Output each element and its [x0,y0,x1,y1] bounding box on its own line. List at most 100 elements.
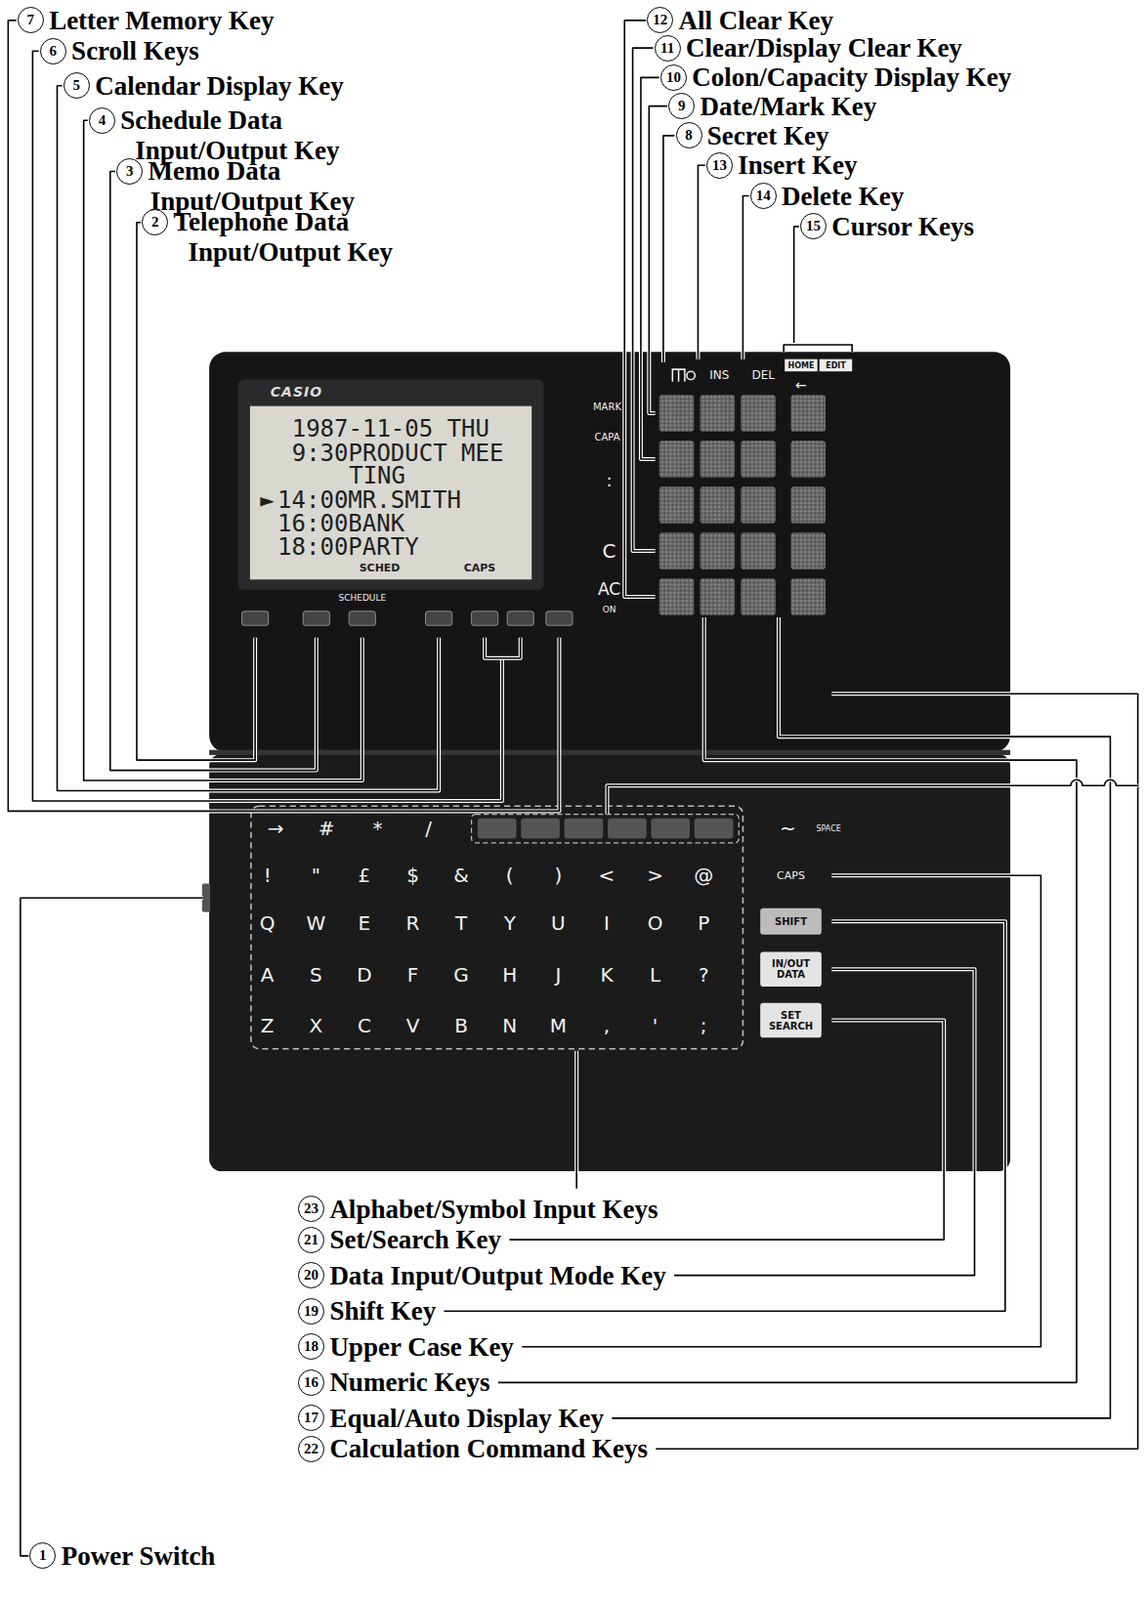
display-button [425,611,453,627]
callout-number: 18 [297,1333,325,1360]
callout-label: All Clear Key [679,5,834,36]
numeric-key [700,578,736,616]
display-text: ► [259,486,274,514]
key-label: IN/OUT DATA [765,958,817,980]
leader-halo [633,47,656,552]
display-button [546,611,573,627]
key-label: R [406,911,421,935]
key-label: DEL [752,368,776,382]
data-button [760,952,822,988]
display-text: TING [348,462,406,490]
display-text: 18:00PARTY [277,533,420,561]
leader-line [136,222,255,761]
callout-label: Telephone Data Input/Output Key [173,207,394,268]
leader-halo [606,779,1138,814]
key-label: C [602,539,617,563]
callout-number: 11 [654,35,681,62]
display-button [302,611,330,627]
leader-line [575,1051,578,1189]
key-label: Q [259,911,276,935]
key-label: > [646,863,664,888]
key-label: HOME [787,360,814,370]
function-key [650,818,690,840]
key-label: ; [700,1014,708,1038]
callout-number: 12 [646,6,674,34]
key-label: T [455,911,467,935]
leader-line [611,617,1110,1419]
function-key [694,818,734,840]
leader-halo [20,897,204,1557]
key-label: ? [698,963,710,987]
callout-label: Date/Mark Key [700,91,878,122]
numeric-key [700,394,736,432]
key-label: ) [553,863,562,888]
key-label: EDIT [825,360,847,370]
key-label: * [372,816,382,841]
callout-label: Delete Key [781,180,904,211]
callout-label: Numeric Keys [329,1367,490,1398]
numeric-key [700,486,736,524]
hinge-seam [209,750,1011,756]
leader-halo [574,1051,579,1189]
leader-halo [443,921,1005,1312]
callout-label: Equal/Auto Display Key [329,1403,604,1434]
letter-key-area [251,806,743,1050]
search-button [760,1003,822,1039]
numeric-key [659,578,695,616]
callout-number: 8 [676,122,703,149]
secret-key-symbol [672,369,685,382]
key-label: W [305,911,326,935]
calc-key [791,486,827,524]
leader-line [742,196,749,360]
display-button [242,611,269,627]
key-label: U [551,911,566,935]
function-key [520,818,560,840]
numeric-key [700,532,736,570]
leader-line [697,165,705,359]
callout-number: 16 [297,1369,325,1397]
key-label: E [358,911,372,935]
callout-number: 1 [29,1542,56,1570]
key-label: M [550,1014,567,1038]
callout-number: 15 [800,212,827,240]
function-key [564,818,604,840]
key-label: & [453,863,469,888]
key-label: S [309,963,323,987]
leader-halo [611,617,1110,1419]
leader-halo [794,226,800,345]
calc-key [791,440,827,478]
key-label: # [318,816,336,841]
callout-number: 13 [706,152,733,179]
leader-line [606,779,1138,814]
leader-line [663,135,675,363]
callout-label: Insert Key [737,150,857,180]
key-label: V [406,1014,421,1038]
key-label: Y [504,911,516,935]
display-bezel [237,380,544,591]
leader-halo [742,196,749,360]
key-label: B [454,1014,468,1038]
leader-halo [32,50,502,802]
key-label: K [599,963,613,987]
leader-line [783,344,852,352]
key-label: AC [597,579,621,599]
key-label: ( [506,863,514,888]
callout-number: 21 [297,1227,325,1254]
brand-logo: CASIO [270,383,323,400]
numeric-key [700,440,736,478]
numeric-key [740,394,776,432]
key-label: L [649,963,661,987]
numeric-key [740,532,776,570]
key-label: ' [652,1014,659,1038]
key-label: INS [709,368,729,382]
key-label: J [554,963,561,987]
display-text: 16:00BANK [277,509,405,538]
key-label: H [502,963,517,987]
key-label: , [603,1014,610,1038]
key-label: O [647,911,664,935]
callout-label: Shift Key [329,1296,436,1326]
numeric-key [740,486,776,524]
key-label: : [606,468,613,490]
numeric-key [659,532,695,570]
leader-halo [663,135,675,363]
